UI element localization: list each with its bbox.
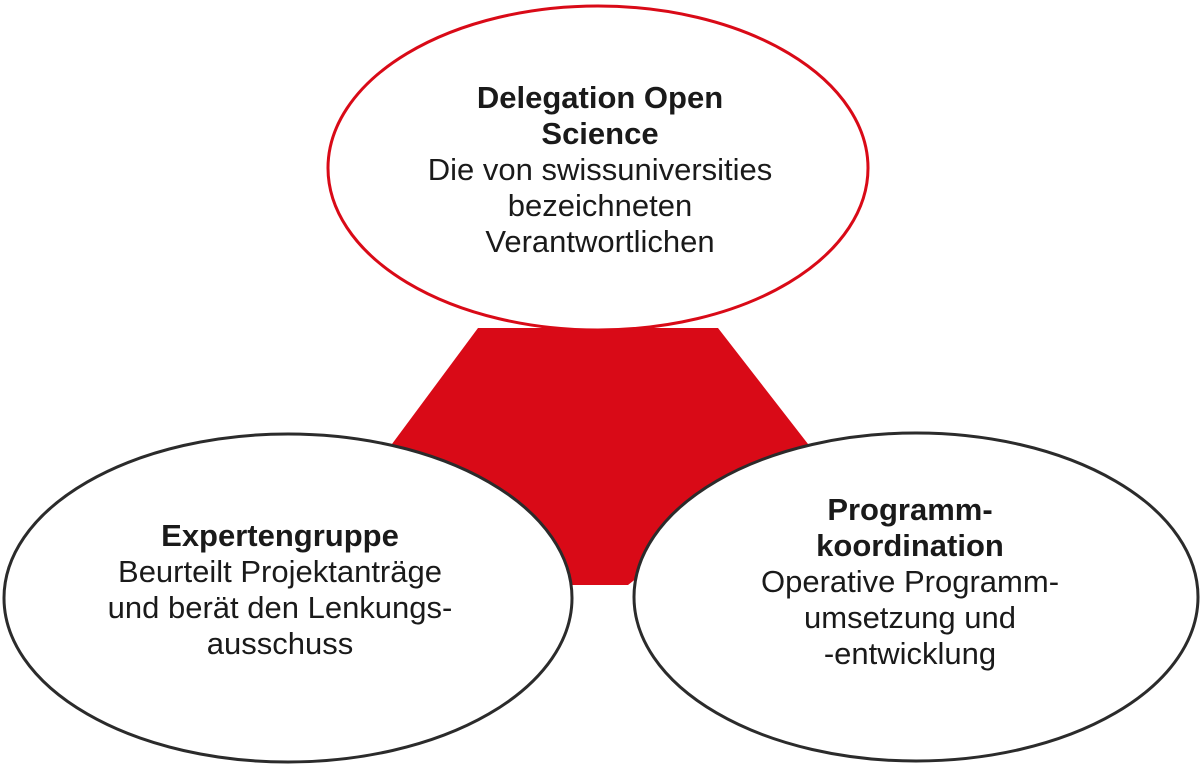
node-ellipse-expertengruppe	[2, 432, 574, 764]
node-ellipse-delegation	[326, 4, 870, 332]
node-delegation-open-science: Delegation Open Science Die von swissuni…	[380, 80, 820, 260]
node-title: Delegation Open Science	[476, 80, 724, 151]
node-programmkoordination: Programm- koordination Operative Program…	[690, 492, 1130, 672]
node-description: Beurteilt Projektanträge und berät den L…	[107, 554, 453, 661]
node-description: Die von swissuniversities bezeichneten V…	[427, 152, 773, 259]
node-expertengruppe: Expertengruppe Beurteilt Projektanträge …	[40, 518, 520, 662]
node-title: Expertengruppe	[161, 518, 399, 553]
node-title: Programm- koordination	[816, 492, 1004, 563]
node-ellipse-programmkoordination	[632, 431, 1200, 763]
node-description: Operative Programm- umsetzung und -entwi…	[760, 564, 1060, 671]
